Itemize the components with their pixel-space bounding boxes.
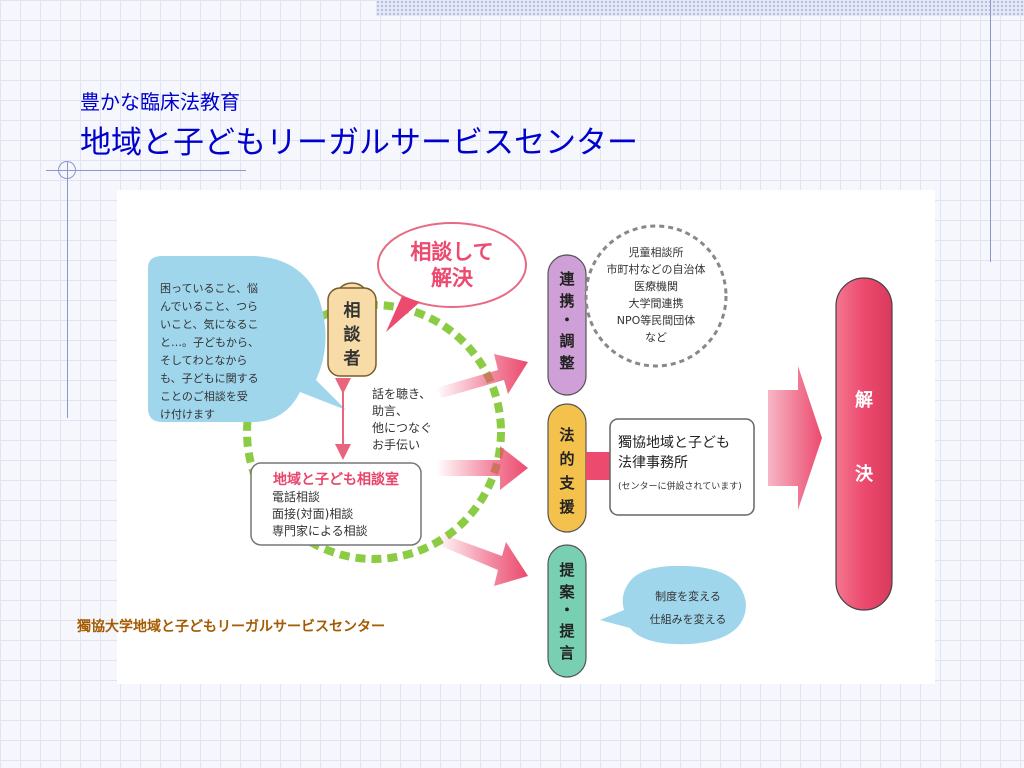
consultation-room-box: 地域と子ども相談室 電話相談 面接(対面)相談 専門家による相談 bbox=[250, 462, 422, 546]
proposal-char: 言 bbox=[559, 644, 574, 662]
law-office-connector bbox=[586, 452, 610, 480]
decorative-line-horizontal bbox=[46, 170, 246, 171]
coordination-char: 整 bbox=[559, 354, 574, 372]
consultant-char: 者 bbox=[343, 348, 361, 369]
law-office-note: (センターに併設されています) bbox=[618, 480, 742, 492]
coordination-char: ・ bbox=[559, 311, 574, 329]
partner-item: 児童相談所 bbox=[629, 245, 684, 259]
intro-speech-bubble: 困っていること、悩 んでいること、つら いこと、気になるこ と…。子どもから、 … bbox=[148, 256, 346, 422]
consultant-char: 談 bbox=[344, 324, 362, 345]
legal-support-char: 支 bbox=[558, 474, 575, 492]
top-decorative-bar bbox=[376, 0, 1024, 16]
change-bubble-line: 仕組みを変える bbox=[650, 612, 727, 626]
partner-item: 医療機関 bbox=[634, 279, 678, 293]
partners-circle: 児童相談所 市町村などの自治体 医療機関 大学間連携 NPO等民間団体 など bbox=[584, 224, 728, 368]
arrow-to-proposal bbox=[436, 534, 528, 586]
coordination-char: 連 bbox=[559, 270, 575, 288]
intro-line: いこと、気になるこ bbox=[160, 317, 259, 331]
coordination-char: 携 bbox=[559, 292, 574, 310]
proposal-char: 案 bbox=[558, 583, 575, 601]
solution-pill: 解 決 bbox=[835, 277, 893, 611]
consultant-char: 相 bbox=[344, 300, 361, 321]
intro-line: ことのご相談を受 bbox=[160, 389, 248, 403]
intro-line: け付けます bbox=[160, 408, 215, 421]
intro-line: 困っていること、悩 bbox=[160, 281, 258, 295]
proposal-char: 提 bbox=[559, 561, 575, 579]
partner-item: など bbox=[645, 331, 667, 344]
partner-item: 大学間連携 bbox=[629, 296, 684, 310]
partner-item: NPO等民間団体 bbox=[617, 313, 696, 327]
solution-char: 決 bbox=[855, 463, 874, 485]
intro-line: と…。子どもから、 bbox=[160, 336, 259, 349]
proposal-char: ・ bbox=[559, 601, 574, 619]
resolve-bubble-line: 解決 bbox=[431, 266, 474, 290]
listen-note-line: 他につなぐ bbox=[372, 421, 432, 435]
arrow-to-coordination bbox=[436, 354, 528, 398]
listen-note: 話を聴き、 助言、 他につなぐ お手伝い bbox=[372, 386, 432, 452]
big-arrow-to-solution bbox=[768, 366, 822, 510]
consultant-figure: 相 談 者 bbox=[327, 282, 377, 377]
intro-line: そしてわとなから bbox=[160, 354, 247, 367]
resolve-bubble: 相談して 解決 bbox=[377, 222, 527, 332]
slide-title: 地域と子どもリーガルサービスセンター bbox=[80, 125, 638, 161]
caption: 獨協大学地域と子どもリーガルサービスセンター bbox=[77, 619, 385, 635]
legal-support-char: 的 bbox=[559, 450, 574, 468]
listen-note-line: 話を聴き、 bbox=[372, 386, 431, 401]
consultation-room-item: 面接(対面)相談 bbox=[272, 506, 353, 521]
slide-subtitle: 豊かな臨床法教育 bbox=[80, 90, 240, 114]
intro-line: も、子どもに関する bbox=[160, 372, 259, 385]
consultation-room-item: 電話相談 bbox=[272, 489, 320, 504]
legal-support-char: 法 bbox=[559, 426, 574, 444]
law-office-line1: 獨協地域と子ども bbox=[618, 435, 730, 451]
law-office-box: 獨協地域と子ども 法律事務所 (センターに併設されています) bbox=[609, 418, 755, 516]
law-office-line2: 法律事務所 bbox=[618, 455, 688, 471]
arrow-to-legal-support bbox=[436, 446, 528, 490]
change-bubble-line: 制度を変える bbox=[655, 589, 721, 603]
partner-item: 市町村などの自治体 bbox=[607, 262, 706, 276]
solution-char: 解 bbox=[855, 389, 873, 411]
decorative-line-left bbox=[67, 162, 68, 418]
coordination-char: 調 bbox=[559, 332, 574, 350]
decorative-line-right bbox=[990, 0, 991, 262]
decorative-circle bbox=[58, 161, 76, 179]
legal-support-char: 援 bbox=[559, 498, 575, 516]
consultation-room-title: 地域と子ども相談室 bbox=[273, 471, 399, 488]
intro-line: んでいること、つら bbox=[160, 300, 258, 313]
proposal-pill: 提 案 ・ 提 言 bbox=[547, 544, 587, 678]
listen-note-line: お手伝い bbox=[372, 438, 420, 452]
coordination-pill: 連 携 ・ 調 整 bbox=[547, 254, 587, 396]
proposal-char: 提 bbox=[559, 622, 575, 640]
consultation-room-item: 専門家による相談 bbox=[272, 523, 368, 538]
listen-note-line: 助言、 bbox=[372, 404, 408, 418]
resolve-bubble-line: 相談して bbox=[410, 240, 493, 264]
legal-support-pill: 法 的 支 援 bbox=[547, 403, 587, 533]
change-bubble: 制度を変える 仕組みを変える bbox=[600, 565, 746, 645]
